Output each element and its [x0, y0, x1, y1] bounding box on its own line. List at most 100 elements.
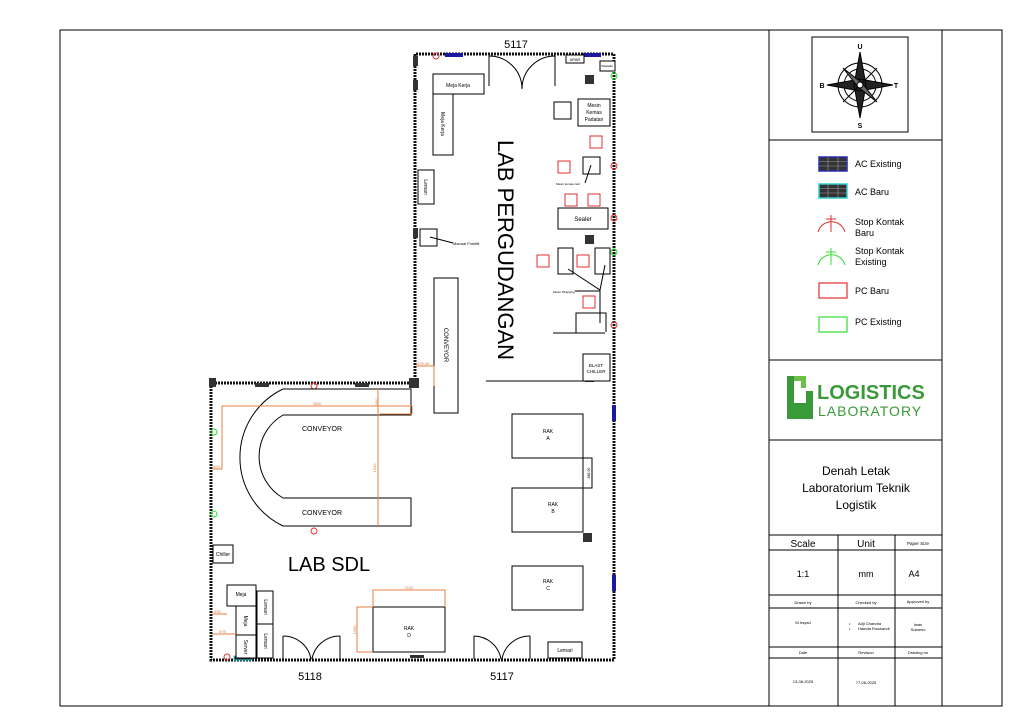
logo-line2: LABORATORY — [818, 403, 922, 419]
legend-label: AC Baru — [855, 187, 889, 197]
logo-line1: LOGISTICS — [817, 382, 925, 404]
unit-value: mm — [859, 569, 874, 579]
dim-label: 600 — [213, 464, 220, 469]
dim-label: 1500 — [372, 463, 377, 473]
conveyor-bottom-label: CONVEYOR — [302, 510, 342, 517]
chiller-label: Chiller — [216, 552, 231, 558]
compass-south: S — [858, 123, 863, 130]
room-label-upper: LAB PERGUDANGAN — [493, 140, 518, 360]
blast-chiller-label: CHILLER — [586, 369, 606, 374]
door-top[interactable] — [488, 55, 556, 90]
chiller — [212, 544, 234, 564]
lemari-upper — [417, 169, 435, 205]
revision-value: 77-08-2025 — [856, 680, 877, 685]
svg-text:•: • — [849, 621, 851, 626]
legend-label: Baru — [855, 228, 874, 238]
rak-c-label: C — [546, 586, 550, 592]
title-block-table: Scale Unit Paper Size 1:1 mm A4 Drawn by… — [790, 539, 929, 685]
rak-d-label: D — [407, 633, 411, 639]
dim-label: 500 — [374, 398, 379, 405]
outlet-new-icon — [817, 215, 846, 233]
approved-by-value: Iwan — [914, 622, 922, 627]
conveyor-vertical — [433, 277, 459, 414]
pc-existing-icon — [818, 316, 848, 333]
rak-d — [372, 606, 446, 653]
lemari-2-label: Lemari — [262, 633, 268, 648]
rak-c-label: RAK — [543, 579, 554, 585]
compass-icon: U S B T — [811, 36, 909, 133]
room-label-lower: LAB SDL — [288, 554, 370, 576]
unit-label: Unit — [857, 539, 875, 550]
pc-new-icon — [536, 135, 603, 309]
drawing-title: Laboratorium Teknik — [802, 481, 911, 495]
scale-value: 1:1 — [797, 569, 810, 579]
rak-a-label: RAK — [543, 429, 554, 435]
dim-label: 888.00 — [587, 468, 591, 479]
legend-label: PC Existing — [855, 317, 902, 327]
checked-by-value: Hamda Ruswandi — [858, 626, 890, 631]
meja-1-label: Meja — [236, 592, 247, 598]
manual-forklift — [419, 228, 438, 247]
blast-chiller — [582, 353, 611, 382]
sealer — [557, 207, 609, 230]
dim-bottom-right: 5117 — [490, 671, 514, 683]
rak-b-label: B — [551, 509, 555, 515]
compass-north: U — [857, 44, 862, 51]
legend-label: Stop Kontak — [855, 217, 905, 227]
ac-new-icon — [818, 183, 848, 199]
server-label: Server — [242, 640, 248, 655]
meja-kerja-2 — [432, 93, 454, 156]
scale-label: Scale — [790, 539, 815, 550]
manual-forklift-label: Manual Forklift — [453, 241, 480, 246]
approved-by-value: Sukarno — [911, 627, 927, 632]
date-label: Date — [799, 650, 808, 655]
dim-label: 2100 — [405, 585, 415, 590]
blast-chiller-label: BLAST — [589, 363, 604, 368]
column-marks — [209, 56, 594, 658]
dim-label: 675 — [219, 629, 226, 634]
door-bottom-left[interactable] — [282, 635, 341, 660]
compass-west: B — [819, 83, 824, 90]
server — [235, 634, 257, 659]
floor-plan: 5117 5118 5117 APAR — [209, 39, 618, 683]
mesin-kemas-padatan — [577, 98, 611, 127]
rak-b-label: RAK — [548, 502, 559, 508]
mesin-wrapping-label: Mesin Wrapping — [553, 290, 575, 294]
door-bottom-right[interactable] — [473, 635, 531, 660]
title-block-panel: U S B T AC Existing AC Baru Stop Kontak … — [768, 30, 943, 706]
mesin-kemas-label: Padatan — [585, 117, 604, 123]
date-value: 13-08-2025 — [793, 679, 814, 684]
meja-kerja-1-label: Meja Kerja — [446, 83, 470, 89]
dim-bottom-left: 5118 — [298, 671, 322, 683]
rak-b — [511, 487, 584, 533]
mesin-kemas-cair-label: Mesin kemas cairr — [556, 182, 580, 186]
mesin-kemas-label: Kemas — [586, 110, 602, 116]
approved-by-label: Approved by — [907, 599, 929, 604]
checked-by-label: Checked by — [855, 600, 876, 605]
drawing-title: Denah Letak — [822, 464, 891, 478]
dim-label: 525.00 — [417, 361, 430, 366]
revision-label: Revision — [858, 650, 873, 655]
legend-label: Existing — [855, 257, 887, 267]
wastafel-label: Wastafel — [601, 64, 613, 68]
drawn-by-label: Drawn by — [795, 600, 812, 605]
checked-by-value: Adji Chandra — [858, 621, 882, 626]
paper-size-label: Paper Size — [907, 541, 930, 546]
dim-label: 3690 — [313, 401, 323, 406]
lemari-2 — [256, 623, 274, 659]
conveyor-vertical-label: CONVEYOR — [442, 328, 448, 363]
dim-top: 5117 — [504, 39, 528, 51]
sealer-label: Sealer — [574, 217, 591, 223]
conveyor-top-label: CONVEYOR — [302, 426, 342, 433]
drawing-title: Logistik — [836, 498, 878, 512]
lemari-1-label: Lemari — [262, 599, 268, 614]
svg-text:•: • — [849, 626, 851, 631]
outlet-existing-icon — [817, 248, 846, 266]
legend-label: PC Baru — [855, 286, 889, 296]
pc-new-icon — [818, 282, 848, 299]
rak-d-label: RAK — [404, 626, 415, 632]
meja-2-label: Meja — [242, 616, 248, 627]
meja-kerja-1 — [432, 73, 485, 95]
drawing-no-label: Drawing no — [908, 650, 929, 655]
